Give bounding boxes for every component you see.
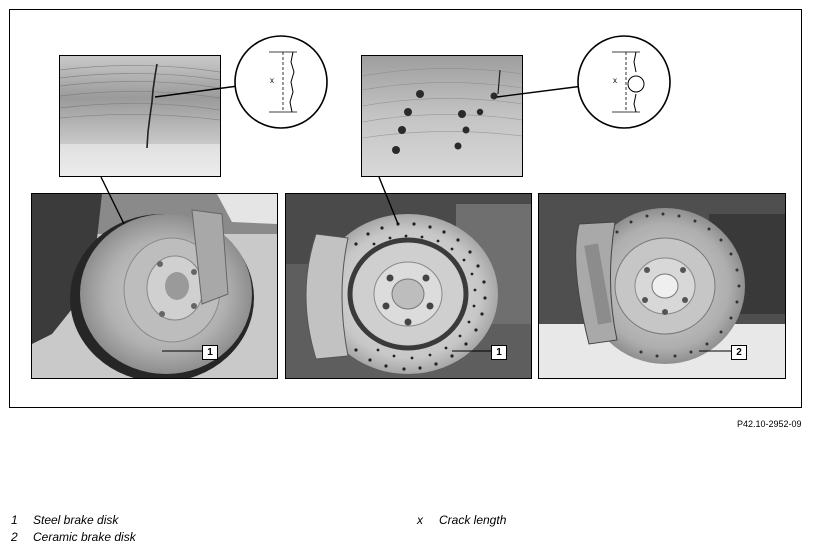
legend-num: 2 (11, 530, 18, 544)
marker-x-1: x (270, 76, 274, 85)
callout-2-ceramic: 2 (731, 345, 747, 360)
crack-line (146, 63, 158, 149)
legend-item-1: 1 Steel brake disk (11, 513, 118, 527)
ceramic-brake-disk-image (539, 194, 785, 378)
legend-text: Crack length (439, 513, 507, 527)
detail-photo-crack (59, 55, 221, 177)
legend-num: x (417, 513, 423, 527)
crack-detail-image (60, 56, 220, 176)
detail-photo-perforated (361, 55, 523, 177)
marker-x-2: x (613, 76, 617, 85)
figure-reference-code: P42.10-2952-09 (737, 419, 802, 429)
photo-steel-brake-disk (31, 193, 278, 379)
legend-item-2: 2 Ceramic brake disk (11, 530, 136, 544)
legend-num: 1 (11, 513, 18, 527)
callout-1-steel: 1 (202, 345, 218, 360)
photo-steel-perforated-disk (285, 193, 532, 379)
steel-brake-disk-image (32, 194, 277, 378)
legend-text: Steel brake disk (33, 513, 119, 527)
legend-text: Ceramic brake disk (33, 530, 136, 544)
perforated-detail-image (362, 56, 522, 176)
photo-ceramic-brake-disk (538, 193, 786, 379)
callout-1-perforated: 1 (491, 345, 507, 360)
legend-item-x: x Crack length (417, 513, 506, 527)
perforated-brake-disk-image (286, 194, 531, 378)
